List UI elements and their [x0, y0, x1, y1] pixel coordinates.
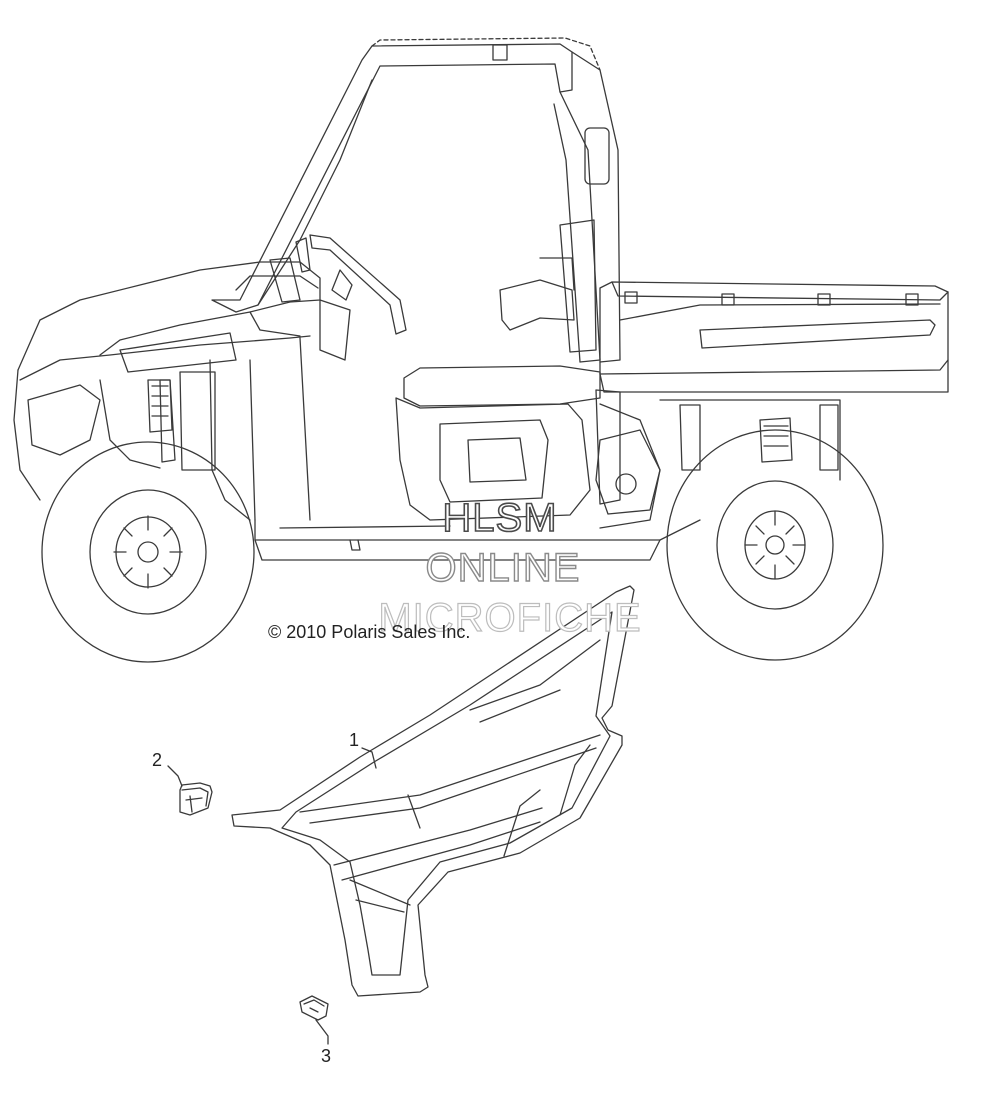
engine — [595, 429, 661, 515]
watermark-line-3: MICROFICHE — [378, 595, 642, 640]
door-frame-part — [231, 585, 635, 997]
rear-suspension — [759, 417, 793, 463]
clip-part — [179, 782, 213, 816]
bracket-part — [299, 995, 329, 1021]
roll-cage — [211, 37, 621, 363]
rear-wheel — [666, 429, 884, 661]
front-body — [13, 261, 321, 521]
copyright-notice: © 2010 Polaris Sales Inc. — [268, 622, 471, 642]
side-panel — [395, 389, 621, 521]
watermark-line-2: ONLINE — [425, 545, 581, 590]
leader-lines — [167, 747, 377, 1045]
steering — [269, 234, 407, 361]
seat — [403, 219, 601, 407]
watermark-line-1: HLSM — [442, 495, 558, 541]
callout-1: 1 — [349, 730, 360, 750]
callout-2: 2 — [152, 750, 163, 770]
cargo-box — [599, 281, 949, 393]
callout-3: 3 — [321, 1046, 332, 1066]
front-suspension — [147, 379, 173, 433]
front-wheel — [41, 441, 255, 663]
